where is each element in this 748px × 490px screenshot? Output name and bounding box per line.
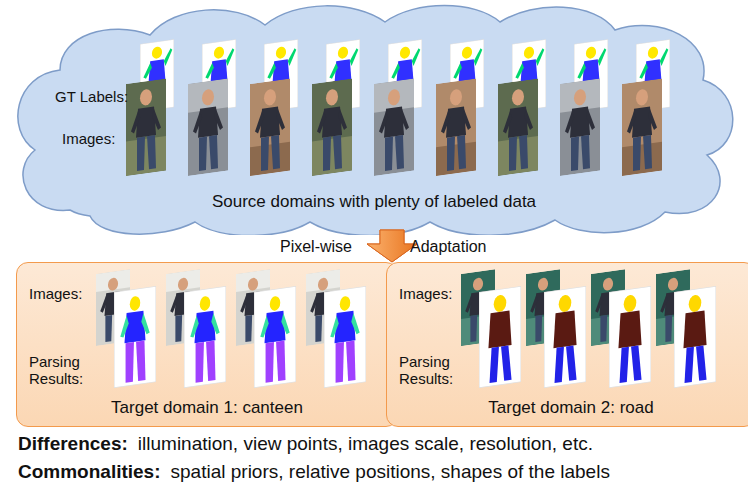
note-heading: Commonalities: [18,461,161,483]
box-caption: Target domain 2: road [387,398,748,418]
block-arrow [367,230,417,262]
row-label: Parsing Results: [399,353,465,388]
row-label: Parsing Results: [29,353,95,388]
block-arrow [367,230,417,262]
row-label: Images: [62,130,115,147]
note-text: illumination, view points, images scale,… [138,433,593,455]
row-label: GT Labels: [55,88,128,105]
canteen-samples [96,269,366,388]
target-box: Images: Parsing Results: Target domain 2: … [386,262,748,427]
row-label: Images: [29,285,82,302]
note-text: spatial priors, relative positions, shap… [171,461,610,483]
cloud-caption: Source domains with plenty of labeled da… [0,192,748,212]
row-label: Images: [399,285,452,302]
source-samples [126,39,670,176]
road-samples [461,269,716,388]
note-heading: Differences: [18,433,128,455]
target-box: Images: Parsing Results: Target domain 1: … [16,262,398,427]
arrow-label: Adaptation [410,238,487,256]
source-cloud: GT Labels: Images: Source domains with ple… [0,0,748,235]
box-caption: Target domain 1: canteen [17,398,397,418]
note-line: Differences: illumination, view points, i… [18,433,593,455]
arrow-label: Pixel-wise [240,238,352,256]
note-line: Commonalities: spatial priors, relative p… [18,461,610,483]
